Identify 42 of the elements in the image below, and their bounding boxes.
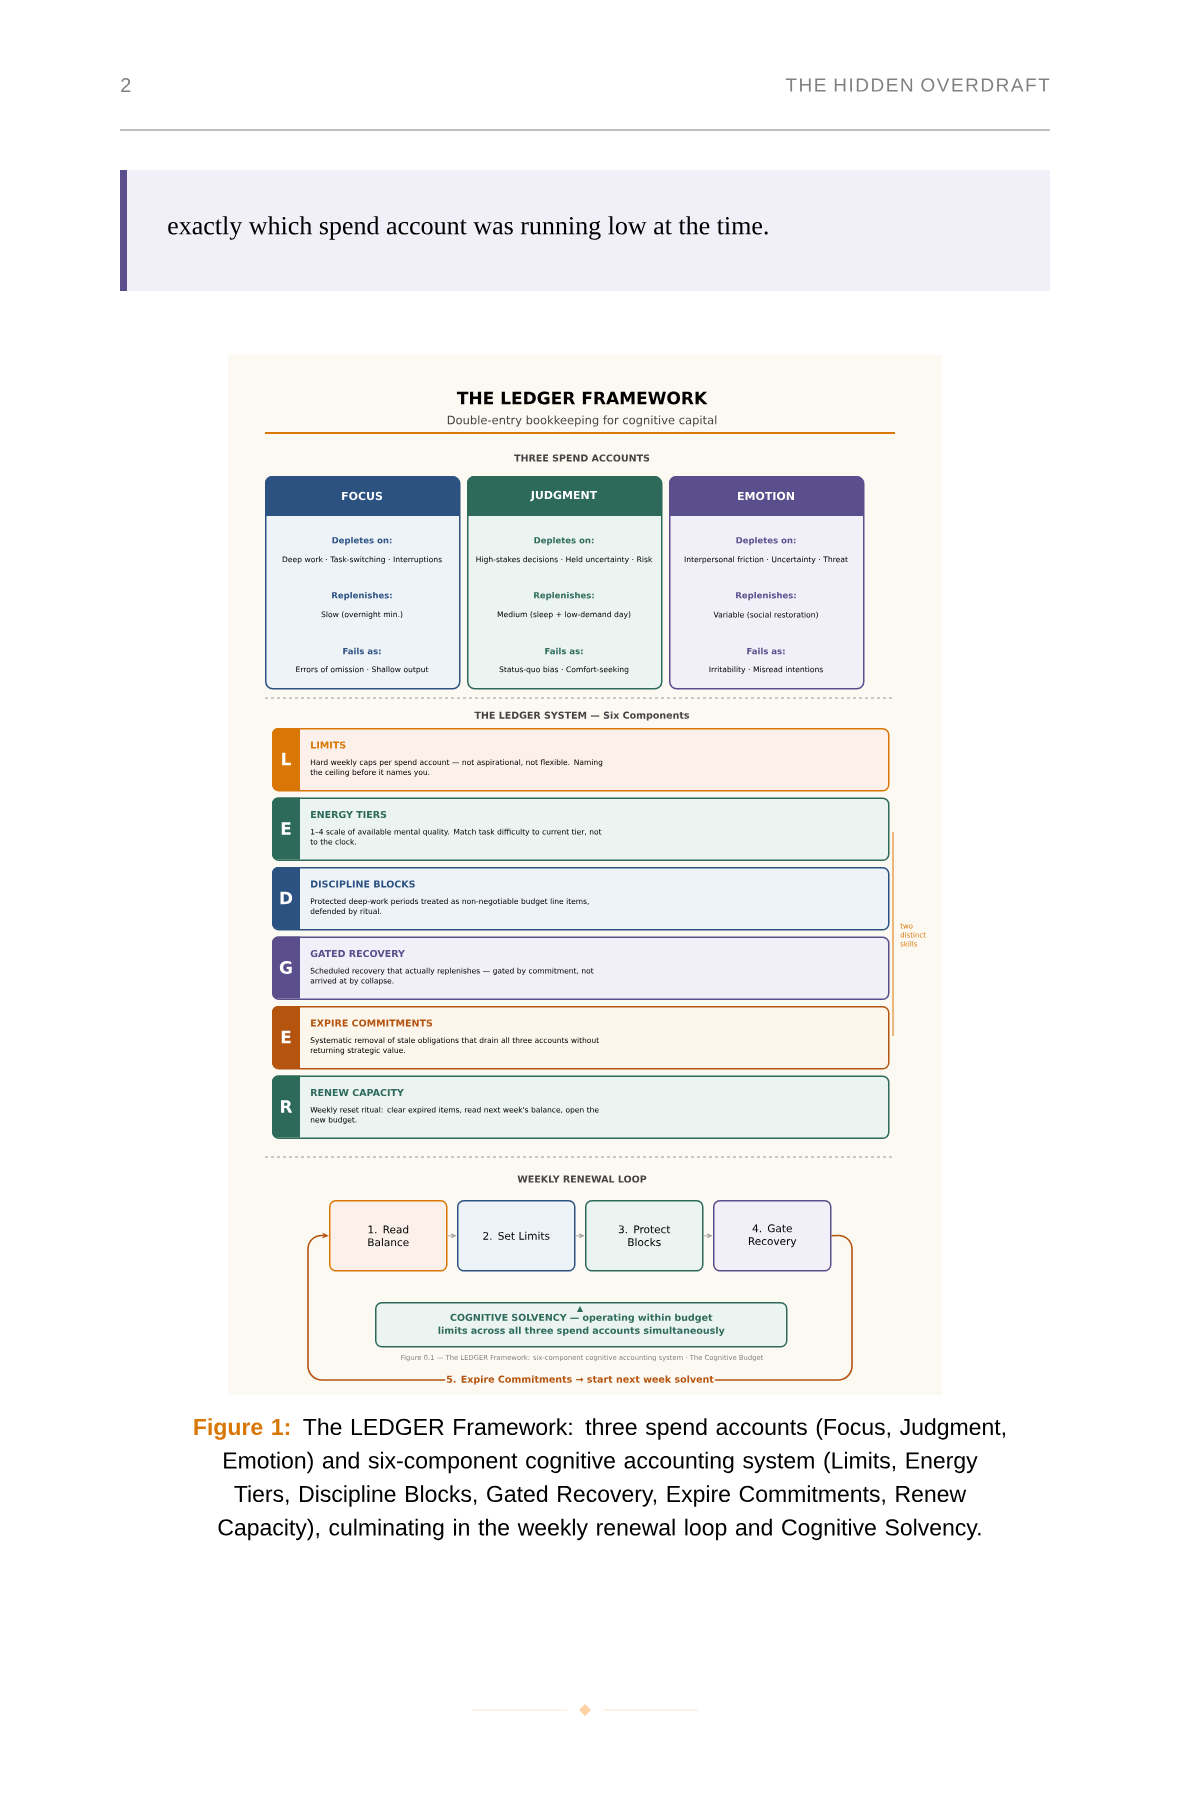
arrow [575, 1233, 585, 1239]
section-label: Replenishes: [534, 591, 594, 601]
figure-caption: Figure 1: The LEDGER Framework: three spend accounts (Focus, Judgment, Emotion) and six-component cognitive accounting system (Limits, Energy Tiers, Discipline Blocks, Gated Recovery, Expire Commitments, Renew Capacity), culminating in the weekly renewal loop and Cognitive Solvency. [194, 1418, 1005, 1541]
figure-subtitle: Double-entry bookkeeping for cognitive capital [447, 415, 717, 427]
step-box: 2. Set Limits [457, 1200, 576, 1272]
pull-quote: exactly which spend account was running low at the time. [120, 170, 1050, 291]
section-label: Depletes on: [736, 536, 796, 546]
section-heading: WEEKLY RENEWAL LOOP [517, 1175, 647, 1183]
card-header: FOCUS [265, 476, 459, 516]
section-label: Depletes on: [332, 536, 392, 546]
section-heading: THE LEDGER SYSTEM — Six Components [474, 711, 690, 721]
section-label: Fails as: [343, 647, 381, 655]
letter-tab: G [272, 936, 300, 999]
component-title: GATED RECOVERY [310, 949, 405, 958]
component-title: ENERGY TIERS [311, 810, 387, 819]
component-title: LIMITS [311, 741, 346, 749]
component-title: DISCIPLINE BLOCKS [311, 880, 415, 888]
result-box: COGNITIVE SOLVENCY — operating within budget limits across all three spend accounts simultaneously [375, 1302, 788, 1348]
letter-tab: L [272, 728, 300, 790]
page-number: 2 [121, 78, 131, 92]
section-label: Fails as: [545, 647, 583, 655]
component-title: RENEW CAPACITY [311, 1088, 404, 1097]
arrow [703, 1233, 713, 1239]
card-header: EMOTION [669, 476, 863, 516]
section-heading: THREE SPEND ACCOUNTS [514, 454, 650, 462]
component-title: EXPIRE COMMITMENTS [311, 1019, 433, 1027]
step-box: 4. Gate Recovery [713, 1200, 832, 1272]
letter-tab: E [272, 1006, 300, 1068]
letter-tab: D [272, 867, 300, 929]
step-box: 3. Protect Blocks [585, 1200, 704, 1272]
letter-tab: R [272, 1075, 300, 1138]
card-header: JUDGMENT [467, 476, 661, 516]
section-label: Replenishes: [736, 591, 796, 601]
running-header: THE HIDDEN OVERDRAFT [785, 78, 1050, 92]
edge-label: 5. Expire Commitments → start next week solvent [445, 1374, 715, 1386]
section-label: Fails as: [747, 647, 785, 655]
arrow [447, 1233, 457, 1239]
figure-title: THE LEDGER FRAMEWORK [456, 391, 708, 405]
step-box: 1. Read Balance [329, 1200, 448, 1272]
section-label: Replenishes: [332, 591, 392, 601]
letter-tab: E [272, 797, 300, 860]
section-label: Depletes on: [534, 536, 594, 546]
